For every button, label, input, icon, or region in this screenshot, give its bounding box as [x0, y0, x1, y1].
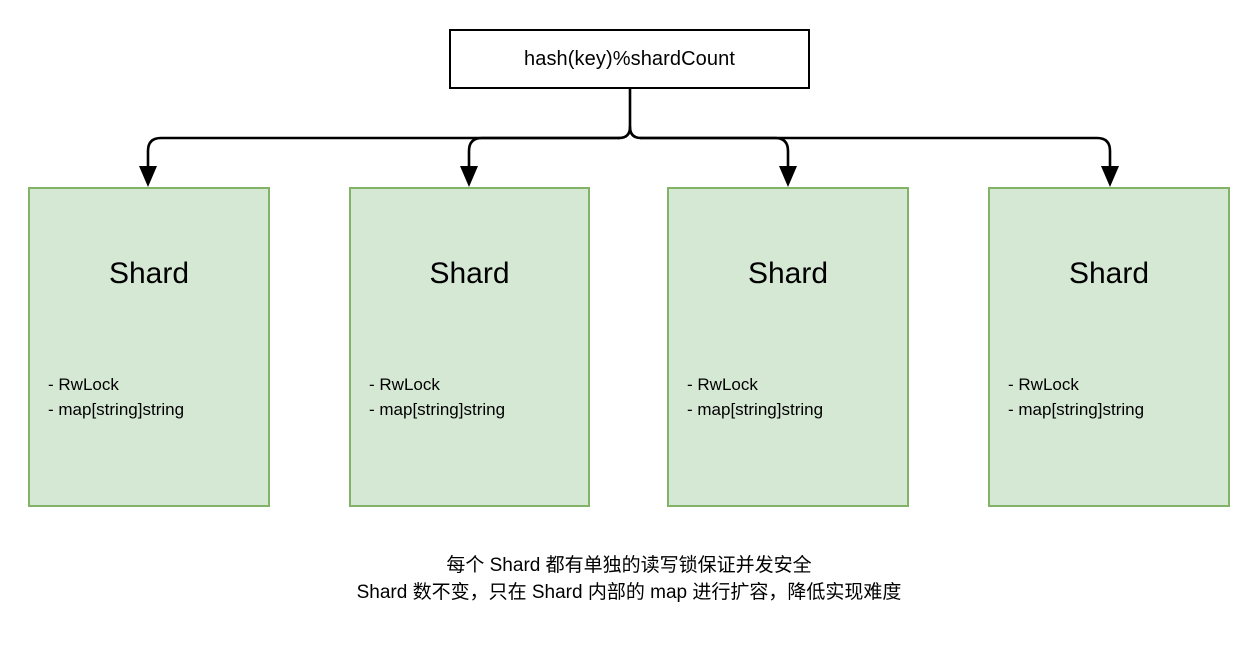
- hash-function-node[interactable]: hash(key)%shardCount: [449, 29, 810, 89]
- shard-field-rwlock-3: - RwLock: [687, 375, 758, 394]
- connector-stem-right-turn: [628, 125, 643, 140]
- shard-field-map-2: - map[string]string: [369, 400, 506, 419]
- connector-branch-2: [467, 136, 621, 169]
- shard-field-rwlock-1: - RwLock: [48, 375, 119, 394]
- arrowhead-icon-3: [779, 166, 797, 187]
- shard-node-2[interactable]: Shard - RwLock - map[string]string: [349, 187, 590, 507]
- shard-fields-2: - RwLock - map[string]string: [369, 372, 578, 422]
- connector-branch-4: [639, 136, 1112, 169]
- caption-line-1: 每个 Shard 都有单独的读写锁保证并发安全: [446, 555, 812, 576]
- shard-fields-4: - RwLock - map[string]string: [1008, 372, 1218, 422]
- arrowhead-icon-1: [139, 166, 157, 187]
- hash-function-label: hash(key)%shardCount: [524, 48, 735, 70]
- diagram-caption: 每个 Shard 都有单独的读写锁保证并发安全 Shard 数不变，只在 Sha…: [0, 552, 1258, 606]
- shard-node-1[interactable]: Shard - RwLock - map[string]string: [28, 187, 270, 507]
- connector-arrowheads: [139, 166, 1119, 187]
- shard-fields-1: - RwLock - map[string]string: [48, 372, 258, 422]
- shard-field-rwlock-2: - RwLock: [369, 375, 440, 394]
- caption-line-2: Shard 数不变，只在 Shard 内部的 map 进行扩容，降低实现难度: [356, 582, 902, 603]
- connector-branch-3: [639, 136, 790, 169]
- connector-stem-left-turn: [617, 87, 632, 140]
- shard-title-2: Shard: [429, 257, 510, 290]
- shard-title-4: Shard: [1068, 257, 1150, 290]
- shard-field-map-3: - map[string]string: [687, 400, 824, 419]
- shard-field-map-1: - map[string]string: [48, 400, 185, 419]
- shard-node-4[interactable]: Shard - RwLock - map[string]string: [988, 187, 1230, 507]
- shard-title-3: Shard: [747, 257, 829, 290]
- shard-field-rwlock-4: - RwLock: [1008, 375, 1079, 394]
- arrowhead-icon-2: [460, 166, 478, 187]
- arrowhead-icon-4: [1101, 166, 1119, 187]
- shard-fields-3: - RwLock - map[string]string: [687, 372, 897, 422]
- shard-title-1: Shard: [108, 257, 190, 290]
- shard-node-3[interactable]: Shard - RwLock - map[string]string: [667, 187, 909, 507]
- shard-field-map-4: - map[string]string: [1008, 400, 1145, 419]
- connector-branch-1: [146, 136, 621, 169]
